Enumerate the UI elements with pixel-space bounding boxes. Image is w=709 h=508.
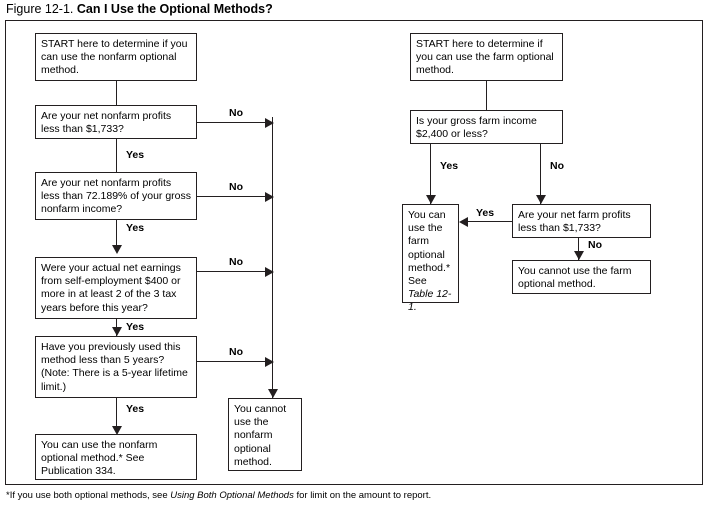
arrow-down-icon	[574, 251, 584, 260]
farm-yes-result-box: You can use the farm optional method.* S…	[402, 204, 459, 313]
footnote-italic-ref: Using Both Optional Methods	[170, 490, 294, 501]
nonfarm-start-box: START here to determine if you can use t…	[35, 33, 197, 81]
nonfarm-no-result-box: You cannot use the nonfarm optional meth…	[228, 398, 302, 471]
edge-label-yes-1: Yes	[126, 149, 145, 161]
nonfarm-q3-box: Were your actual net earnings from self-…	[35, 257, 197, 319]
edge-label-no-4: No	[229, 346, 243, 358]
arrow-down-icon	[112, 327, 122, 336]
arrow-right-icon	[265, 118, 274, 128]
farm-q2-box: Are your net farm profits less than $1,7…	[512, 204, 651, 238]
connector-farm-q2-yes	[468, 221, 513, 222]
figure-frame: START here to determine if you can use t…	[5, 20, 703, 485]
nonfarm-q4-box: Have you previously used this method les…	[35, 336, 197, 398]
connector-farm-q1-no	[540, 144, 541, 204]
arrow-right-icon	[265, 192, 274, 202]
edge-label-farm-no-1: No	[550, 160, 564, 172]
arrow-down-icon	[536, 195, 546, 204]
connector-nonfarm-q3-no	[197, 271, 273, 272]
edge-label-no-2: No	[229, 181, 243, 193]
nonfarm-yes-result-box: You can use the nonfarm optional method.…	[35, 434, 197, 480]
edge-label-yes-4: Yes	[126, 403, 145, 415]
arrow-down-icon	[112, 245, 122, 254]
nonfarm-q1-box: Are your net nonfarm profits less than $…	[35, 105, 197, 139]
footnote-lead: *If you use both optional methods, see	[6, 490, 171, 501]
edge-label-farm-yes-1: Yes	[440, 160, 459, 172]
nonfarm-q2-box: Are your net nonfarm profits less than 7…	[35, 172, 197, 220]
farm-yes-result-table-ref: Table 12-1.	[408, 288, 452, 314]
connector-nonfarm-q1-yes	[116, 139, 117, 183]
connector-nonfarm-q4-no	[197, 361, 273, 362]
farm-no-result-box: You cannot use the farm optional method.	[512, 260, 651, 294]
connector-nonfarm-no-trunk	[272, 117, 273, 399]
farm-q1-box: Is your gross farm income $2,400 or less…	[410, 110, 563, 144]
edge-label-farm-yes-2: Yes	[476, 207, 495, 219]
arrow-down-icon	[268, 389, 278, 398]
connector-farm-start-to-q1	[486, 81, 487, 116]
footnote-tail: for limit on the amount to report.	[293, 490, 432, 501]
footnote: *If you use both optional methods, see U…	[6, 490, 431, 502]
connector-nonfarm-q2-no	[197, 196, 273, 197]
arrow-right-icon	[265, 267, 274, 277]
arrow-right-icon	[265, 357, 274, 367]
edge-label-no-1: No	[229, 107, 243, 119]
connector-nonfarm-start-to-q1	[116, 81, 117, 116]
edge-label-no-3: No	[229, 256, 243, 268]
connector-nonfarm-q4-yes	[116, 398, 117, 433]
arrow-left-icon	[459, 217, 468, 227]
arrow-down-icon	[112, 426, 122, 435]
figure-number: Figure 12-1.	[6, 2, 74, 16]
arrow-down-icon	[426, 195, 436, 204]
figure-title-text: Can I Use the Optional Methods?	[76, 2, 273, 16]
edge-label-yes-3: Yes	[126, 321, 145, 333]
connector-farm-q1-yes	[430, 144, 431, 204]
farm-yes-result-text: You can use the farm optional method.* S…	[408, 209, 451, 288]
connector-nonfarm-q2-yes	[116, 220, 117, 248]
edge-label-farm-no-2: No	[588, 239, 602, 251]
connector-nonfarm-q1-no	[197, 122, 273, 123]
figure-title: Figure 12-1. Can I Use the Optional Meth…	[6, 1, 273, 17]
farm-start-box: START here to determine if you can use t…	[410, 33, 563, 81]
edge-label-yes-2: Yes	[126, 222, 145, 234]
